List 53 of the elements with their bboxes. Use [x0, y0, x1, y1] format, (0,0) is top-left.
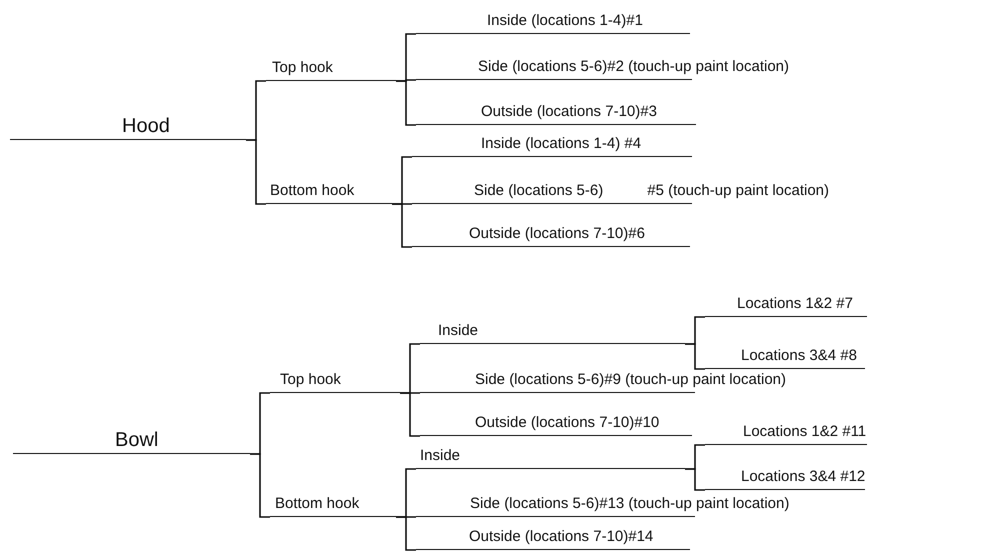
- bracket-connector: [396, 80, 416, 126]
- branch-label: Outside (locations 7-10)#3: [481, 102, 657, 121]
- branch-label: Top hook: [280, 370, 341, 389]
- tree-branch: [420, 370, 786, 393]
- tree-branch: [412, 224, 690, 247]
- bracket-connector: [250, 453, 270, 518]
- tree-branch: [266, 181, 392, 204]
- tree-branch: [420, 413, 692, 436]
- branch-label: Locations 3&4 #8: [741, 346, 857, 365]
- bracket-connector: [685, 468, 705, 491]
- bracket-connector: [396, 516, 416, 551]
- branch-label: Inside (locations 1-4)#1: [487, 11, 643, 30]
- tree-branch: [270, 494, 396, 517]
- tree-branch: [266, 58, 396, 81]
- branch-label: Side (locations 5-6)#9 (touch-up paint location): [475, 370, 786, 389]
- tree-branch: [270, 370, 400, 393]
- branch-label: Locations 1&2 #11: [743, 422, 866, 441]
- tree-branch: [416, 11, 690, 34]
- branch-label: Inside: [420, 446, 460, 465]
- branch-note: #5 (touch-up paint location): [647, 181, 830, 200]
- branch-label: Outside (locations 7-10)#14: [469, 527, 654, 546]
- tree-branch: [416, 527, 690, 550]
- branch-label: Outside (locations 7-10)#6: [469, 224, 645, 243]
- branch-label: Hood: [122, 117, 170, 136]
- branch-label: Inside (locations 1-4) #4: [481, 134, 642, 153]
- tree-branch: [13, 431, 250, 454]
- tree-branch: [416, 494, 790, 517]
- branch-label: Top hook: [272, 58, 333, 77]
- branch-label: Bottom hook: [270, 181, 354, 200]
- branch-label: Inside: [438, 321, 478, 340]
- tree-branch: [705, 346, 865, 369]
- branch-label: Bottom hook: [275, 494, 360, 513]
- tree-branch: [705, 294, 867, 317]
- tree-branch: [420, 321, 685, 344]
- bracket-connector: [685, 343, 705, 370]
- tree-branch: [416, 102, 696, 125]
- branch-label: Side (locations 5-6)#13 (touch-up paint location): [470, 494, 790, 513]
- bracket-connector: [246, 139, 266, 205]
- branch-label: Outside (locations 7-10)#10: [475, 413, 660, 432]
- bracket-connector: [392, 203, 412, 248]
- bracket-connector: [400, 392, 420, 437]
- tree-branch: [412, 181, 830, 204]
- branch-label: Locations 1&2 #7: [737, 294, 853, 313]
- branch-label: Locations 3&4 #12: [741, 467, 866, 486]
- branch-label: Side (locations 5-6)#2 (touch-up paint location): [478, 57, 790, 76]
- tree-branch: [412, 134, 692, 157]
- tree-branch: [705, 422, 867, 445]
- branch-label: Bowl: [115, 431, 158, 450]
- tree-branch: [416, 57, 790, 80]
- tree-branch: [705, 467, 866, 490]
- tree-branch: [10, 117, 246, 140]
- branch-label: Side (locations 5-6): [474, 181, 604, 200]
- tree-branch: [416, 446, 685, 469]
